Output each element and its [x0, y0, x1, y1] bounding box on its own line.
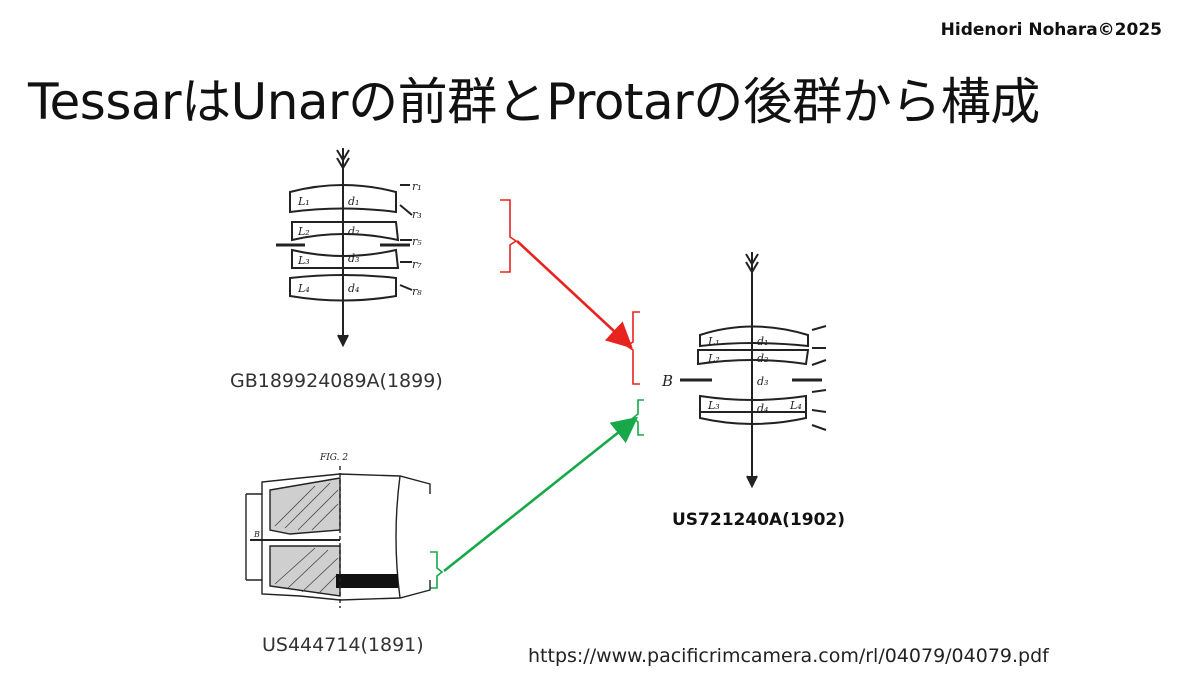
- us721-label-l2: L₂: [707, 352, 720, 365]
- us444-hatching: [274, 482, 339, 595]
- gb-label-r7: r₇: [412, 258, 422, 271]
- gb-label-d2: d₂: [348, 225, 359, 238]
- gb-leader-lines: [399, 184, 413, 291]
- gb-label-d1: d₁: [348, 195, 359, 208]
- gb-label-r8: r₈: [412, 285, 422, 298]
- axis-arrowhead-gb: [337, 334, 349, 348]
- us721-leader-lines: [811, 325, 827, 431]
- front-group-link: [500, 199, 640, 385]
- us721-label-d2: d₂: [757, 352, 768, 365]
- gb-patent-labels: L₁ L₂ L₃ L₄ d₁ d₂ d₃ d₄ r₁ r₃ r₅ r₇ r₈: [297, 180, 422, 298]
- us721-lens-l2: [697, 349, 810, 366]
- axis-arrowhead-us721: [746, 475, 758, 489]
- us444-label-b: B: [253, 530, 260, 539]
- copyright-notice: Hidenori Nohara©2025: [940, 20, 1162, 40]
- gb-label-l1: L₁: [297, 195, 310, 208]
- gb-patent-caption: GB189924089A(1899): [230, 370, 443, 392]
- us444-dark-band: [336, 574, 398, 588]
- gb-patent-lens-drawing: [276, 148, 413, 348]
- gb-label-d3: d₃: [348, 252, 359, 265]
- us721-label-l1: L₁: [707, 335, 720, 348]
- axis-feather-gb: [336, 149, 350, 170]
- gb-label-r5: r₅: [412, 235, 422, 248]
- gb-red-bracket: [500, 199, 518, 273]
- us444-barrel-right-curve: [395, 475, 401, 599]
- gb-label-l4: L₄: [297, 282, 310, 295]
- front-group-arrow: [516, 240, 633, 349]
- source-url: https://www.pacificrimcamera.com/rl/0407…: [528, 645, 1049, 667]
- us721-label-l4: L₄: [789, 399, 802, 412]
- us721-patent-labels: L₁ L₂ L₃ L₄ d₁ d₂ d₃ d₄ B: [661, 335, 802, 415]
- us721-lens-l1: [699, 325, 809, 348]
- gb-label-d4: d₄: [348, 282, 359, 295]
- rear-group-arrow: [443, 416, 639, 573]
- gb-lens-l1: [289, 184, 397, 214]
- us721-patent-lens-drawing: [680, 252, 827, 489]
- rear-group-link: [430, 399, 644, 589]
- gb-label-r1: r₁: [412, 180, 422, 193]
- us721-label-l3: L₃: [707, 399, 720, 412]
- gb-label-l3: L₃: [297, 254, 310, 267]
- us444-fig-label: FIG. 2: [319, 453, 348, 463]
- us721-green-bracket: [631, 399, 644, 436]
- us444-front-cell: [269, 477, 341, 535]
- us444-barrel-bottom: [246, 579, 431, 601]
- gb-lens-l3: [291, 248, 400, 269]
- us721-lens-l3: [699, 394, 807, 413]
- us721-label-d4: d₄: [757, 402, 768, 415]
- us721-label-b: B: [661, 372, 673, 390]
- us444-green-bracket: [430, 551, 444, 589]
- us444-barrel-top: [246, 473, 431, 495]
- gb-lens-l4: [289, 274, 397, 302]
- slide-title: TessarはUnarの前群とProtarの後群から構成: [28, 73, 1040, 131]
- us444-patent-caption: US444714(1891): [262, 634, 424, 656]
- gb-label-r3: r₃: [412, 208, 422, 221]
- us444-rear-cell: [269, 545, 341, 597]
- gb-label-l2: L₂: [297, 225, 310, 238]
- us721-label-d1: d₁: [757, 335, 768, 348]
- us721-lens-l4: [699, 411, 807, 425]
- us721-patent-caption: US721240A(1902): [672, 510, 846, 530]
- gb-lens-l2: [291, 221, 400, 242]
- us721-red-bracket: [625, 311, 640, 385]
- us444-patent-cross-section: FIG. 2 B: [245, 453, 431, 608]
- axis-feather-us721: [745, 253, 759, 274]
- us721-label-d3: d₃: [757, 375, 768, 388]
